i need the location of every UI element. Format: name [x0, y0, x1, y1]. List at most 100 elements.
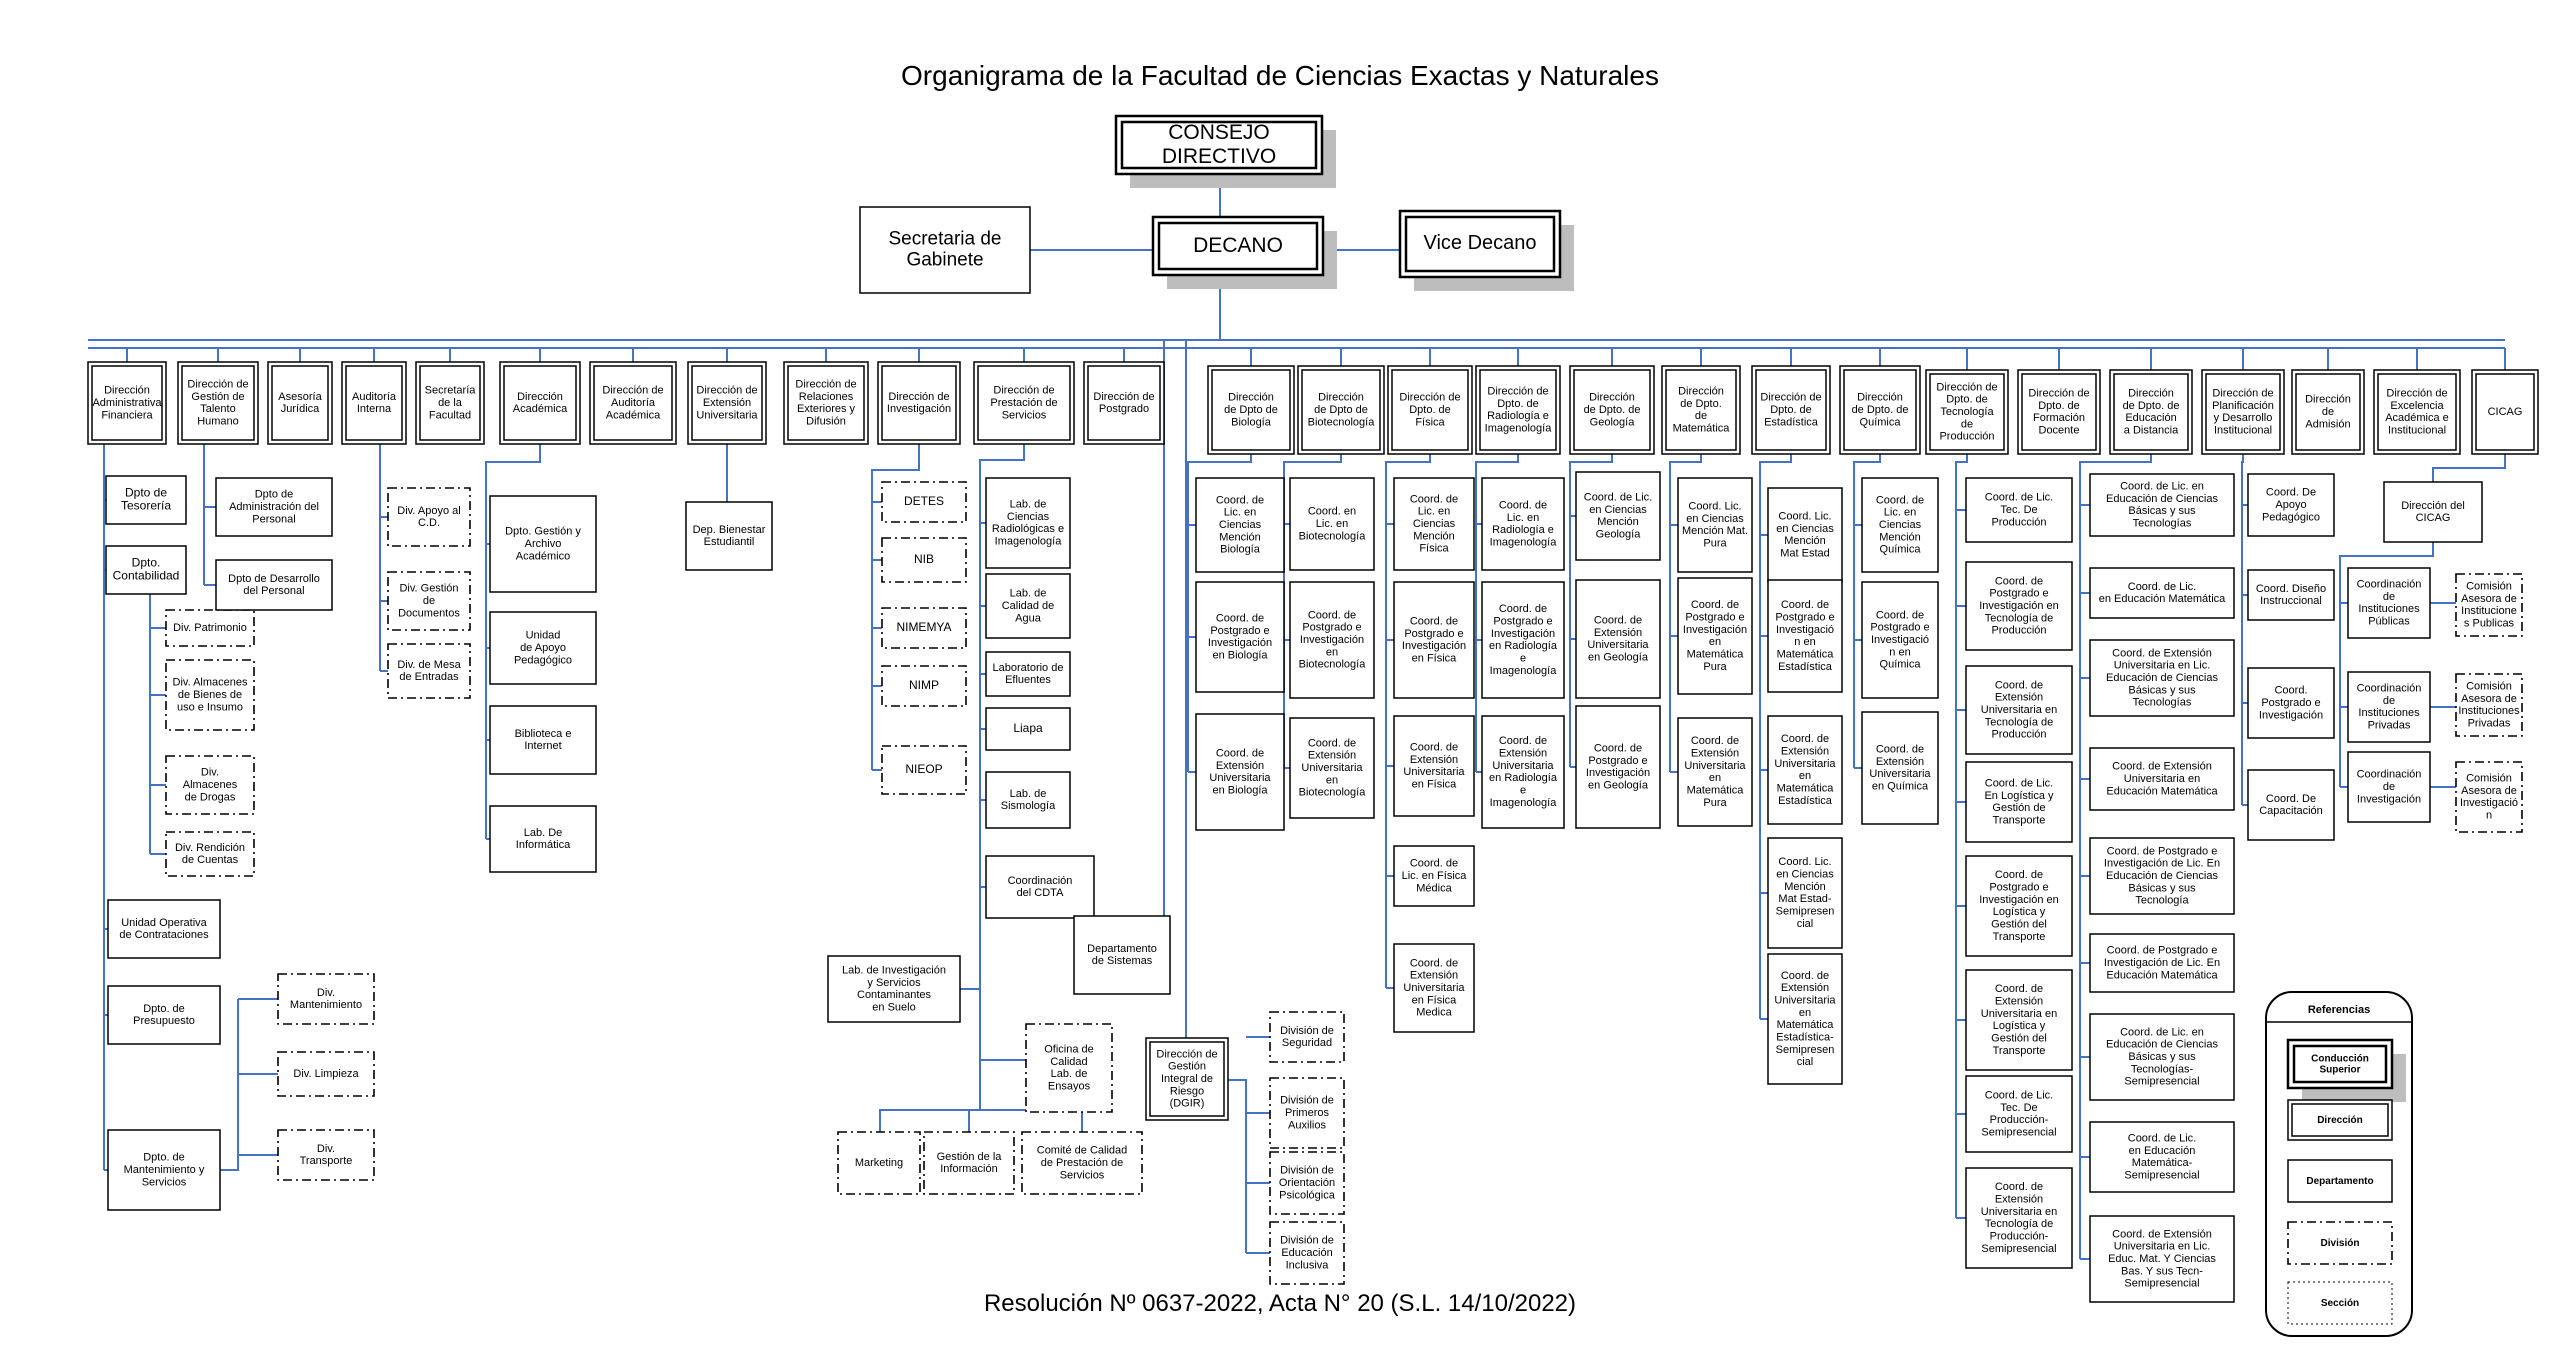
box-inner-border [1087, 365, 1161, 441]
box-inner-border [1391, 369, 1469, 451]
org-node-vice: Vice Decano [1398, 209, 1574, 291]
box-inner-border [419, 365, 481, 441]
box-border [489, 611, 597, 685]
box-border [1965, 561, 2073, 651]
box-border [2455, 573, 2523, 637]
box-label: NIEOP [905, 762, 942, 776]
box-label: Div. Limpieza [293, 1068, 359, 1080]
connector-line [1187, 454, 1252, 772]
box-border [489, 805, 597, 873]
box-label: Dirección [2317, 1115, 2363, 1126]
box-border [105, 545, 187, 595]
box-border [2089, 473, 2235, 537]
box-border [1073, 915, 1171, 995]
box-outer-border [1114, 114, 1324, 176]
box-inner-border [1755, 369, 1827, 451]
box-inner-border [91, 365, 163, 441]
box-border [1289, 581, 1375, 699]
box-outer-border [2373, 369, 2461, 455]
box-border [1195, 581, 1285, 693]
connector-line [1569, 454, 1613, 767]
box-border [1393, 845, 1475, 907]
box-inner-border [271, 365, 329, 441]
box-border [2347, 751, 2431, 823]
box-border [2247, 569, 2335, 621]
box-border [165, 609, 255, 647]
box-label: Dpto.Contabilidad [113, 555, 180, 582]
box-border [1393, 943, 1475, 1033]
box-outer-border [1925, 369, 2009, 455]
box-border [1025, 1023, 1113, 1113]
box-border [1575, 471, 1661, 561]
box-border [2089, 1215, 2235, 1303]
connector-line [979, 444, 1025, 1068]
legend-item-dept: Departamento [2287, 1159, 2393, 1203]
box-label: Referencias [2308, 1004, 2370, 1016]
box-border [387, 643, 471, 699]
connector-line [879, 1068, 981, 1132]
connector-line [220, 999, 239, 1171]
box-outer-border [267, 361, 333, 445]
box-border [107, 1129, 221, 1211]
box-outer-border [1387, 365, 1473, 455]
box-border [1767, 953, 1843, 1085]
box-border [1861, 477, 1939, 573]
box-border [1481, 715, 1565, 829]
box-inner-border [1665, 369, 1737, 451]
box-border [1289, 717, 1375, 819]
box-outer-border [1145, 1037, 1229, 1121]
connector-line [1163, 340, 1170, 961]
box-outer-border [687, 361, 767, 445]
box-border [1269, 1077, 1345, 1149]
box-outer-border [1569, 365, 1655, 455]
box-outer-border [2017, 369, 2101, 455]
box-border [1269, 1221, 1345, 1285]
box-border [2347, 567, 2431, 639]
box-label: NIMP [909, 678, 939, 692]
